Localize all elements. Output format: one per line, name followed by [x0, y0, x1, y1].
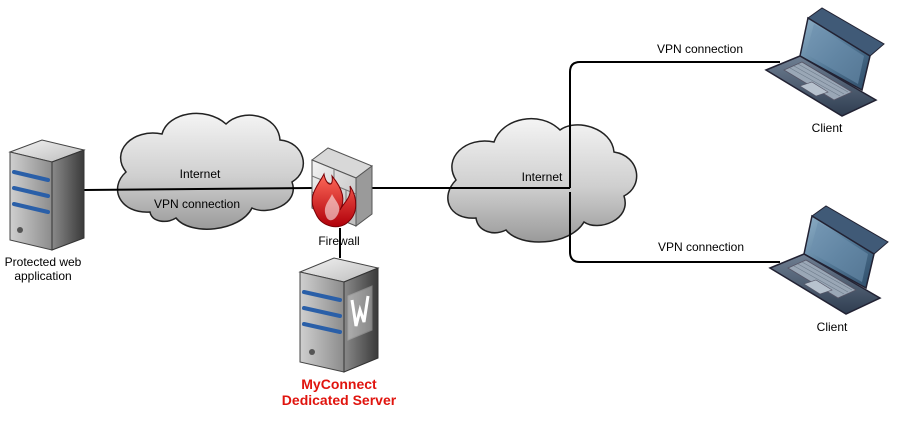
client-top-label: Client — [811, 121, 843, 135]
web-app-label: Protected web application — [4, 255, 82, 283]
vpn-bottom-label: VPN connection — [657, 240, 745, 254]
laptop-bottom-icon — [768, 205, 889, 315]
vpn-left-label: VPN connection — [153, 197, 241, 211]
client-bottom-label: Client — [816, 320, 848, 334]
web-server-icon — [8, 139, 86, 251]
dedicated-server-label: MyConnect Dedicated Server — [281, 376, 397, 408]
line-vpn-bottom — [569, 192, 780, 263]
firewall-icon — [310, 147, 374, 228]
cloud-left-icon — [116, 112, 304, 230]
line-webapp-firewall — [83, 187, 313, 191]
cloud-left-label: Internet — [179, 167, 221, 181]
line-vpn-top — [569, 61, 780, 188]
laptop-top-icon — [764, 7, 885, 117]
myconnect-logo-icon — [347, 285, 373, 341]
vpn-top-label: VPN connection — [656, 42, 744, 56]
dedicated-server-icon — [298, 257, 380, 373]
connection-lines — [83, 61, 780, 263]
cloud-right-label: Internet — [521, 170, 563, 184]
cloud-right-icon — [447, 117, 638, 243]
firewall-label: Firewall — [318, 234, 360, 248]
